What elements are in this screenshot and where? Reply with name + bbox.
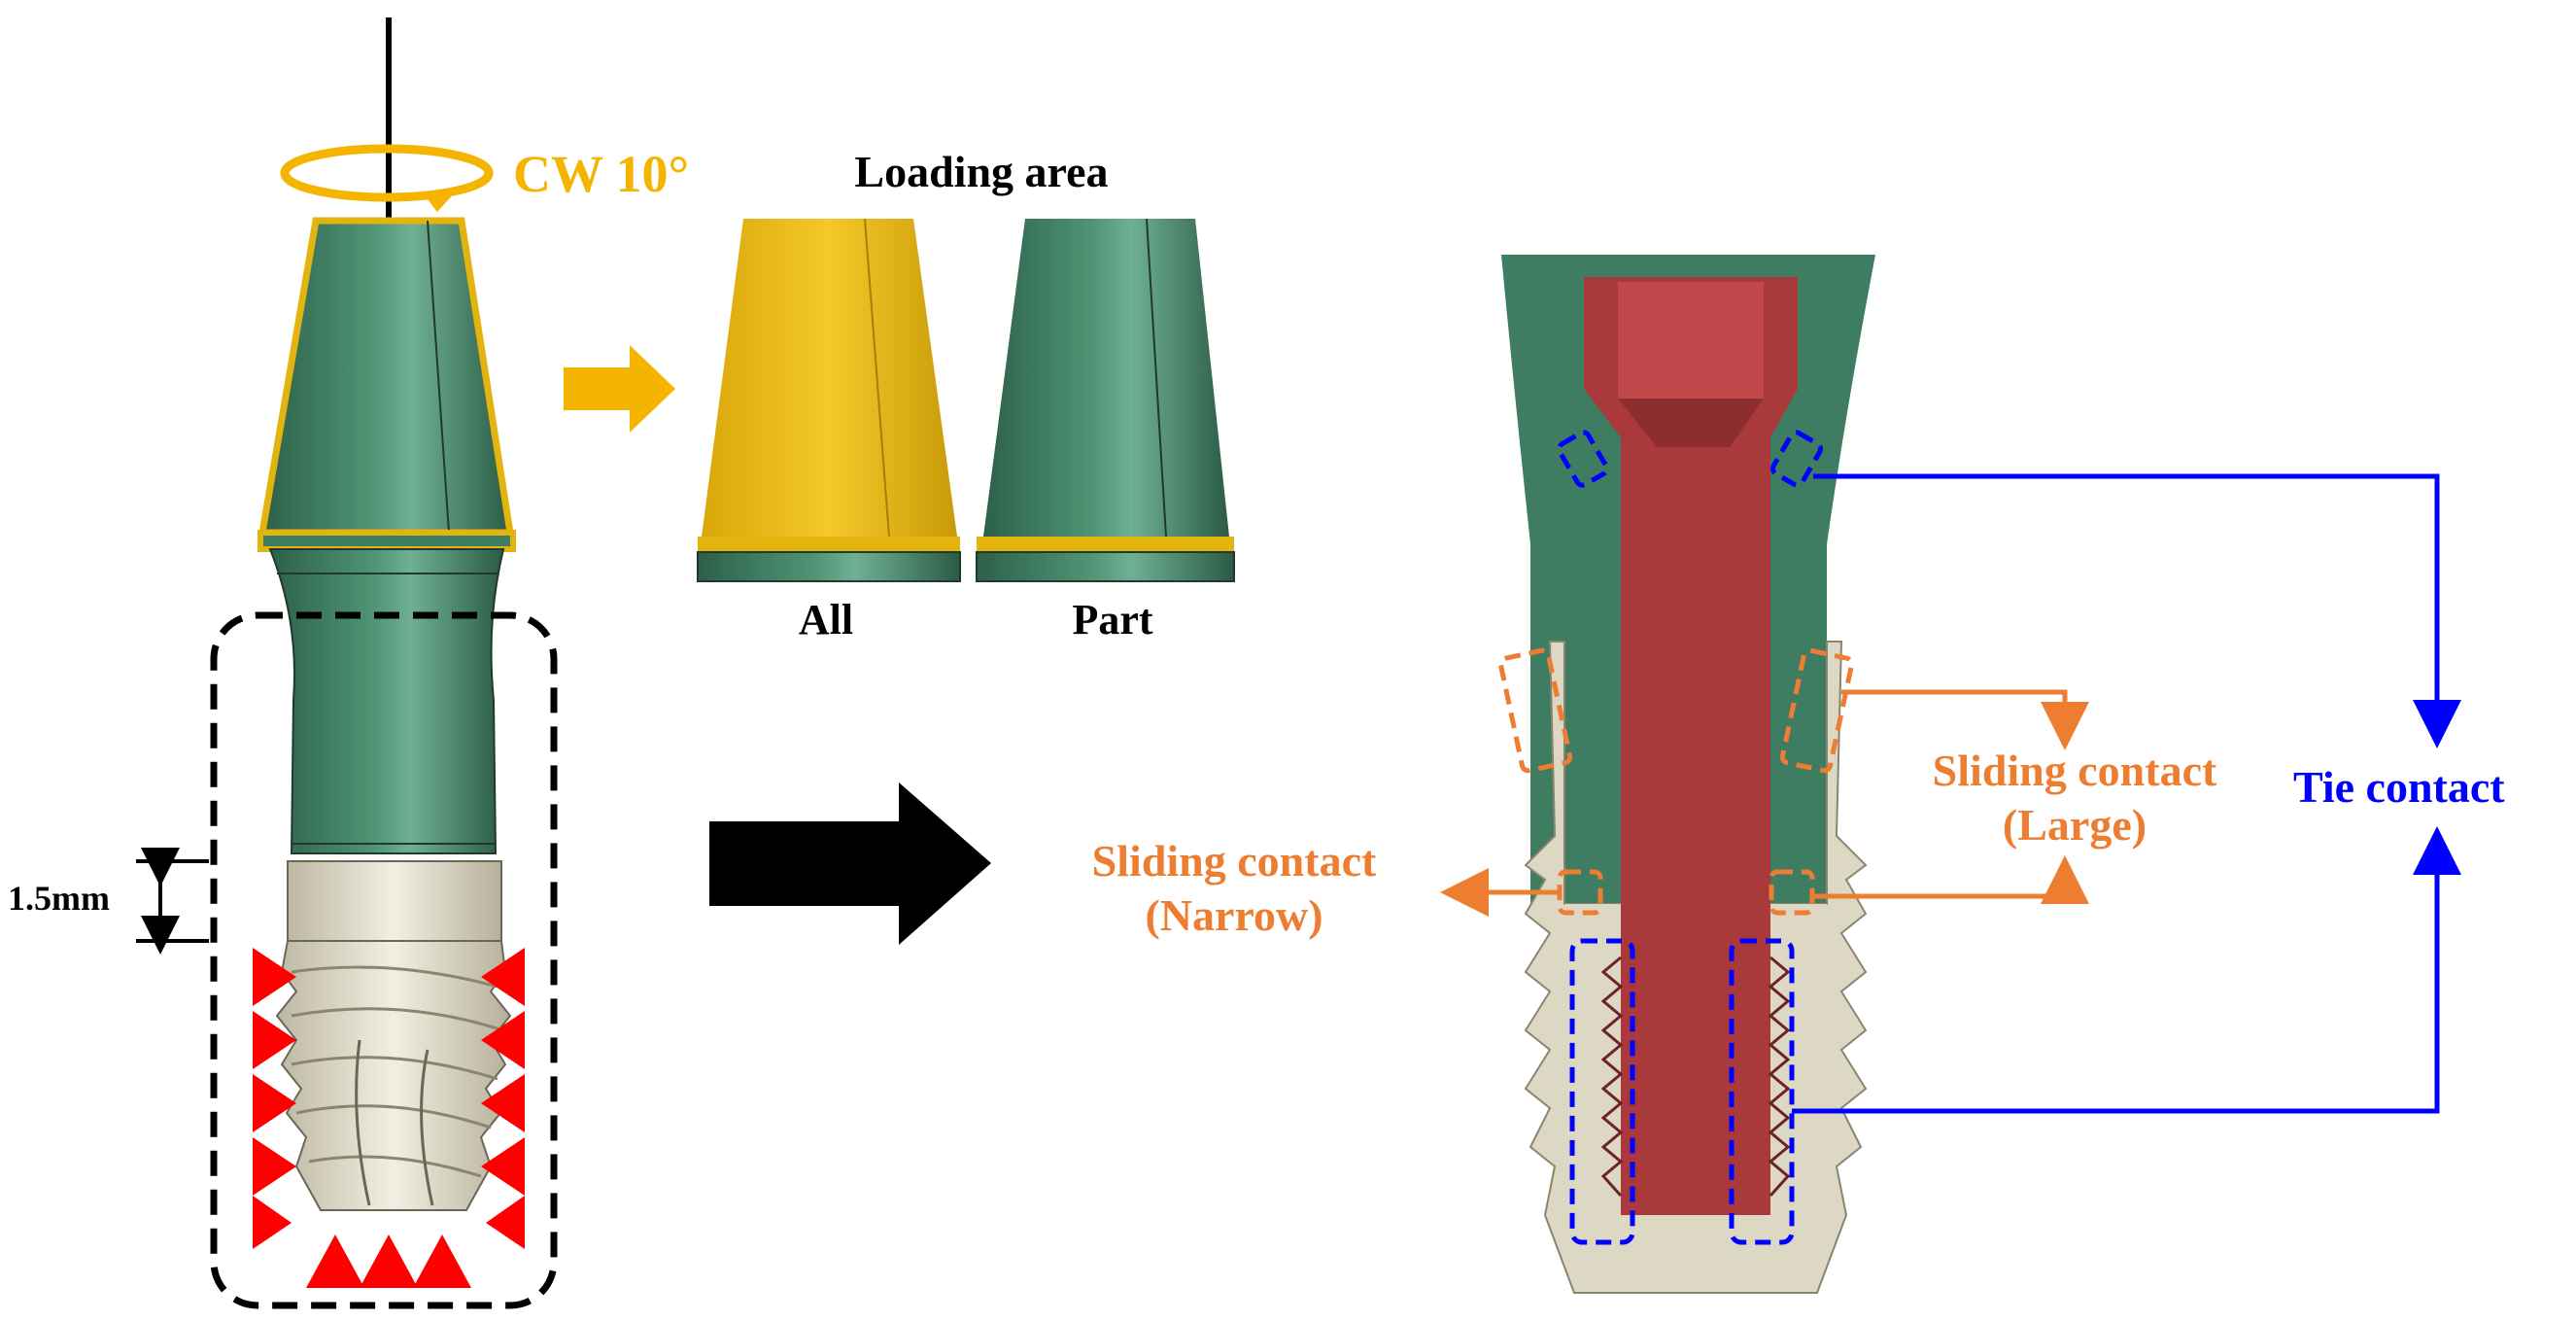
boundary-dashed-box <box>210 611 558 1309</box>
abutment-collar <box>258 530 516 552</box>
implant-threads <box>275 940 512 1211</box>
right-arrow-icon <box>564 345 675 433</box>
screw-section <box>1584 277 1798 1215</box>
cross-section <box>1501 255 1875 1294</box>
tie-leaders <box>1792 473 2461 1114</box>
loading-all-label: All <box>798 596 854 643</box>
loading-cone-all <box>697 218 961 582</box>
circular-arrow-icon <box>280 144 494 212</box>
sliding-narrow-line2: (Narrow) <box>1145 890 1323 940</box>
abutment-body <box>268 548 505 854</box>
right-arrow-icon <box>709 782 991 945</box>
sliding-leaders <box>1440 689 2089 917</box>
abutment-cone <box>258 217 515 537</box>
rotation-label: CW 10° <box>513 145 690 203</box>
sliding-large-label: Sliding contact (Large) <box>1880 744 2269 852</box>
implant-neck <box>287 860 502 942</box>
left-assembly <box>136 17 558 1309</box>
tie-contact-label: Tie contact <box>2293 762 2505 812</box>
sliding-large-line1: Sliding contact <box>1932 746 2217 795</box>
triangle-icon <box>253 948 525 1288</box>
loading-part-label: Part <box>1072 596 1153 643</box>
dimension-label: 1.5mm <box>8 879 110 918</box>
loading-area-title: Loading area <box>854 147 1109 196</box>
sliding-large-line2: (Large) <box>2002 800 2147 850</box>
tie-contact-boxes <box>1556 430 1824 1245</box>
dimension-marker <box>136 848 209 955</box>
loading-cone-part <box>976 218 1235 582</box>
sliding-narrow-label: Sliding contact (Narrow) <box>1030 834 1438 943</box>
sliding-narrow-line1: Sliding contact <box>1091 836 1377 886</box>
